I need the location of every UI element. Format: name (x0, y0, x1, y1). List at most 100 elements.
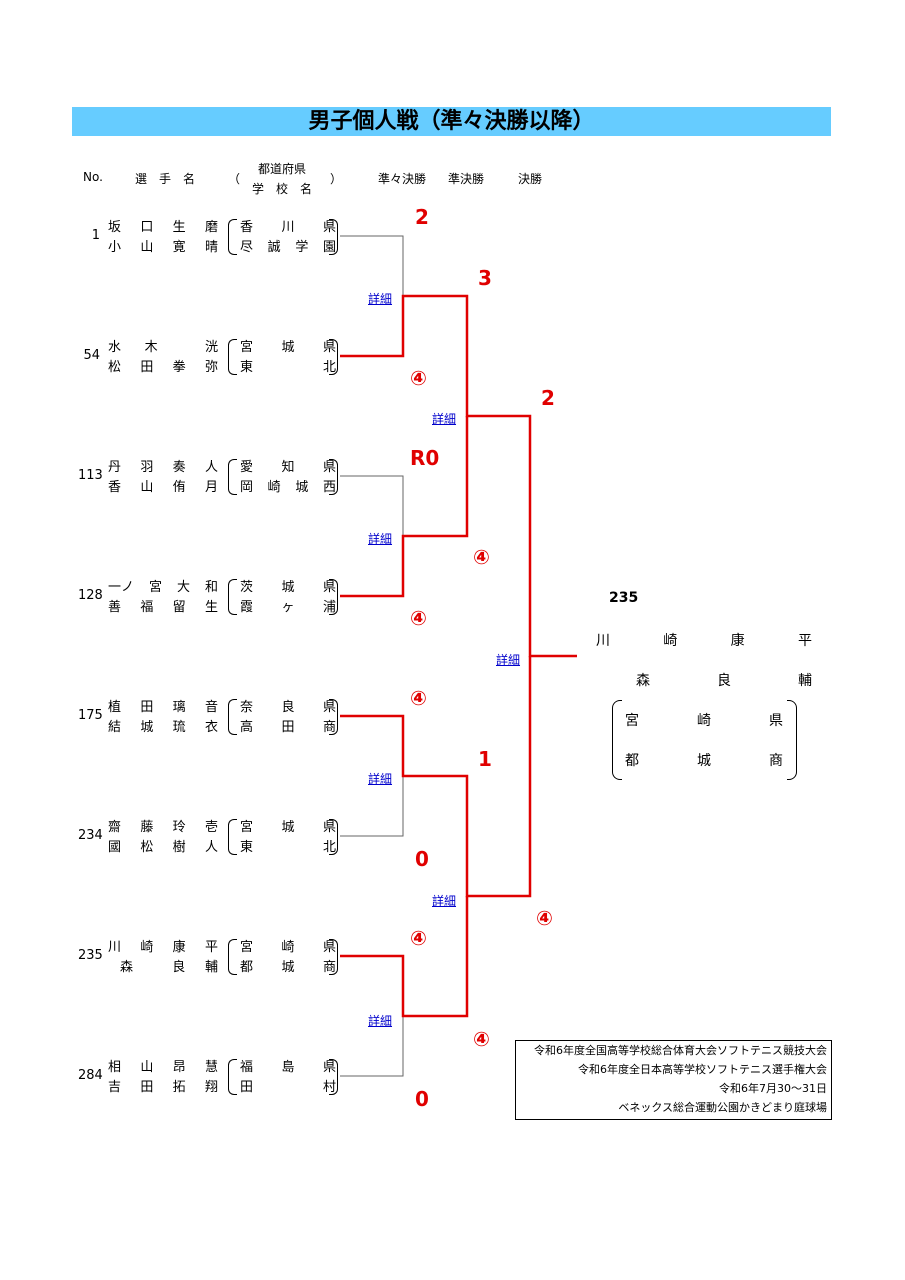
char: 丹 (108, 460, 122, 475)
char: 山 (140, 240, 154, 255)
brace-right (329, 819, 338, 855)
header-paren-open: （ (228, 172, 241, 186)
char: 翔 (204, 1080, 218, 1095)
char: 輔 (798, 673, 812, 689)
char: 東 (240, 360, 254, 375)
header-player: 選 手 名 (135, 172, 196, 186)
score-qf4-bot: 0 (415, 1087, 429, 1111)
char: 川 (596, 633, 610, 649)
info-line-3: 令和6年7月30～31日 (719, 1082, 827, 1095)
char: 善 (108, 600, 122, 615)
char: 輔 (204, 960, 218, 975)
final-loser-line (467, 415, 531, 656)
p2-name: 森良輔 (120, 956, 218, 975)
char: 崎 (281, 940, 295, 955)
detail-link-qf4[interactable]: 詳細 (368, 1014, 393, 1028)
char: 都 (240, 960, 254, 975)
char: 東 (240, 840, 254, 855)
score-qf3-top: ④ (410, 686, 427, 710)
char: 都 (625, 753, 639, 769)
brace-left (228, 1059, 237, 1095)
char: 琉 (172, 720, 186, 735)
char: 衣 (204, 720, 218, 735)
char: 霞 (240, 600, 254, 615)
char: 崎 (267, 480, 281, 495)
tournament-info-box: 令和6年度全国高等学校総合体育大会ソフトテニス競技大会 令和6年度全日本高等学校… (515, 1040, 832, 1120)
entry-number: 234 (78, 828, 103, 843)
char: 香 (108, 480, 122, 495)
char: 壱 (204, 820, 218, 835)
p2-name: 小山寛晴 (108, 236, 218, 255)
score-qf1-bot: ④ (410, 366, 427, 390)
brace-right (329, 339, 338, 375)
detail-link-qf1[interactable]: 詳細 (368, 292, 393, 306)
char: 愛 (240, 460, 254, 475)
entry-number: 113 (78, 468, 103, 483)
char: 尽 (240, 240, 254, 255)
p1-name: 齋藤玲壱 (108, 816, 218, 835)
char: 樹 (172, 840, 186, 855)
char: 松 (140, 840, 154, 855)
char: 城 (281, 580, 295, 595)
char: 森 (636, 673, 650, 689)
char: 洸 (204, 340, 218, 355)
char: 城 (281, 960, 295, 975)
score-qf1-top: 2 (415, 205, 429, 229)
score-sf2-bot: ④ (473, 1027, 490, 1051)
char: 田 (281, 720, 295, 735)
brace-left (228, 699, 237, 735)
entry-number: 54 (83, 348, 100, 363)
p1-name: 一ノ宮大和 (108, 576, 218, 595)
char: 璃 (172, 700, 186, 715)
p2-name: 善福留生 (108, 596, 218, 615)
char: 慧 (204, 1060, 218, 1075)
score-final-top: 2 (541, 386, 555, 410)
char: 高 (240, 720, 254, 735)
char: 良 (281, 700, 295, 715)
p2-name: 香山侑月 (108, 476, 218, 495)
brace-right (329, 459, 338, 495)
info-line-1: 令和6年度全国高等学校総合体育大会ソフトテニス競技大会 (534, 1044, 827, 1057)
detail-link-qf2[interactable]: 詳細 (368, 532, 393, 546)
detail-link-qf3[interactable]: 詳細 (368, 772, 393, 786)
char: 結 (108, 720, 122, 735)
char: 川 (281, 220, 295, 235)
char: 生 (172, 220, 186, 235)
info-line-2: 令和6年度全日本高等学校ソフトテニス選手権大会 (578, 1063, 827, 1076)
brace-right (329, 579, 338, 615)
char: 崎 (140, 940, 154, 955)
s2-school: 尽誠学園 (240, 236, 336, 255)
char: 平 (204, 940, 218, 955)
char: 玲 (172, 820, 186, 835)
char: 平 (797, 633, 812, 649)
char: 宮 (240, 940, 254, 955)
winner-name-2: 森良輔 (636, 670, 812, 690)
char: 崎 (697, 713, 711, 729)
brace-right (329, 939, 338, 975)
char: 相 (108, 1060, 122, 1075)
brace-right (329, 1059, 338, 1095)
header-qf: 準々決勝 (378, 172, 427, 186)
char: 松 (108, 360, 122, 375)
brace-right (329, 699, 338, 735)
sf2-loser-line (403, 775, 468, 896)
char: 人 (204, 840, 218, 855)
detail-link-final[interactable]: 詳細 (496, 653, 521, 667)
winner-name-1: 川崎康平 (596, 630, 812, 650)
brace-left (228, 819, 237, 855)
brace-left (228, 939, 237, 975)
char: 岡 (240, 480, 254, 495)
detail-link-sf2[interactable]: 詳細 (432, 894, 457, 908)
page-title: 男子個人戦（準々決勝以降） (72, 107, 831, 136)
detail-link-sf1[interactable]: 詳細 (432, 412, 457, 426)
char: 侑 (172, 480, 186, 495)
p1-name: 川崎康平 (108, 936, 218, 955)
header-school: 学 校 名 (252, 182, 313, 196)
char: 康 (730, 633, 745, 649)
char: 月 (204, 480, 218, 495)
char: 田 (140, 360, 154, 375)
char: 和 (204, 580, 218, 595)
sf1-loser-line (403, 295, 468, 416)
score-qf2-bot: ④ (410, 606, 427, 630)
